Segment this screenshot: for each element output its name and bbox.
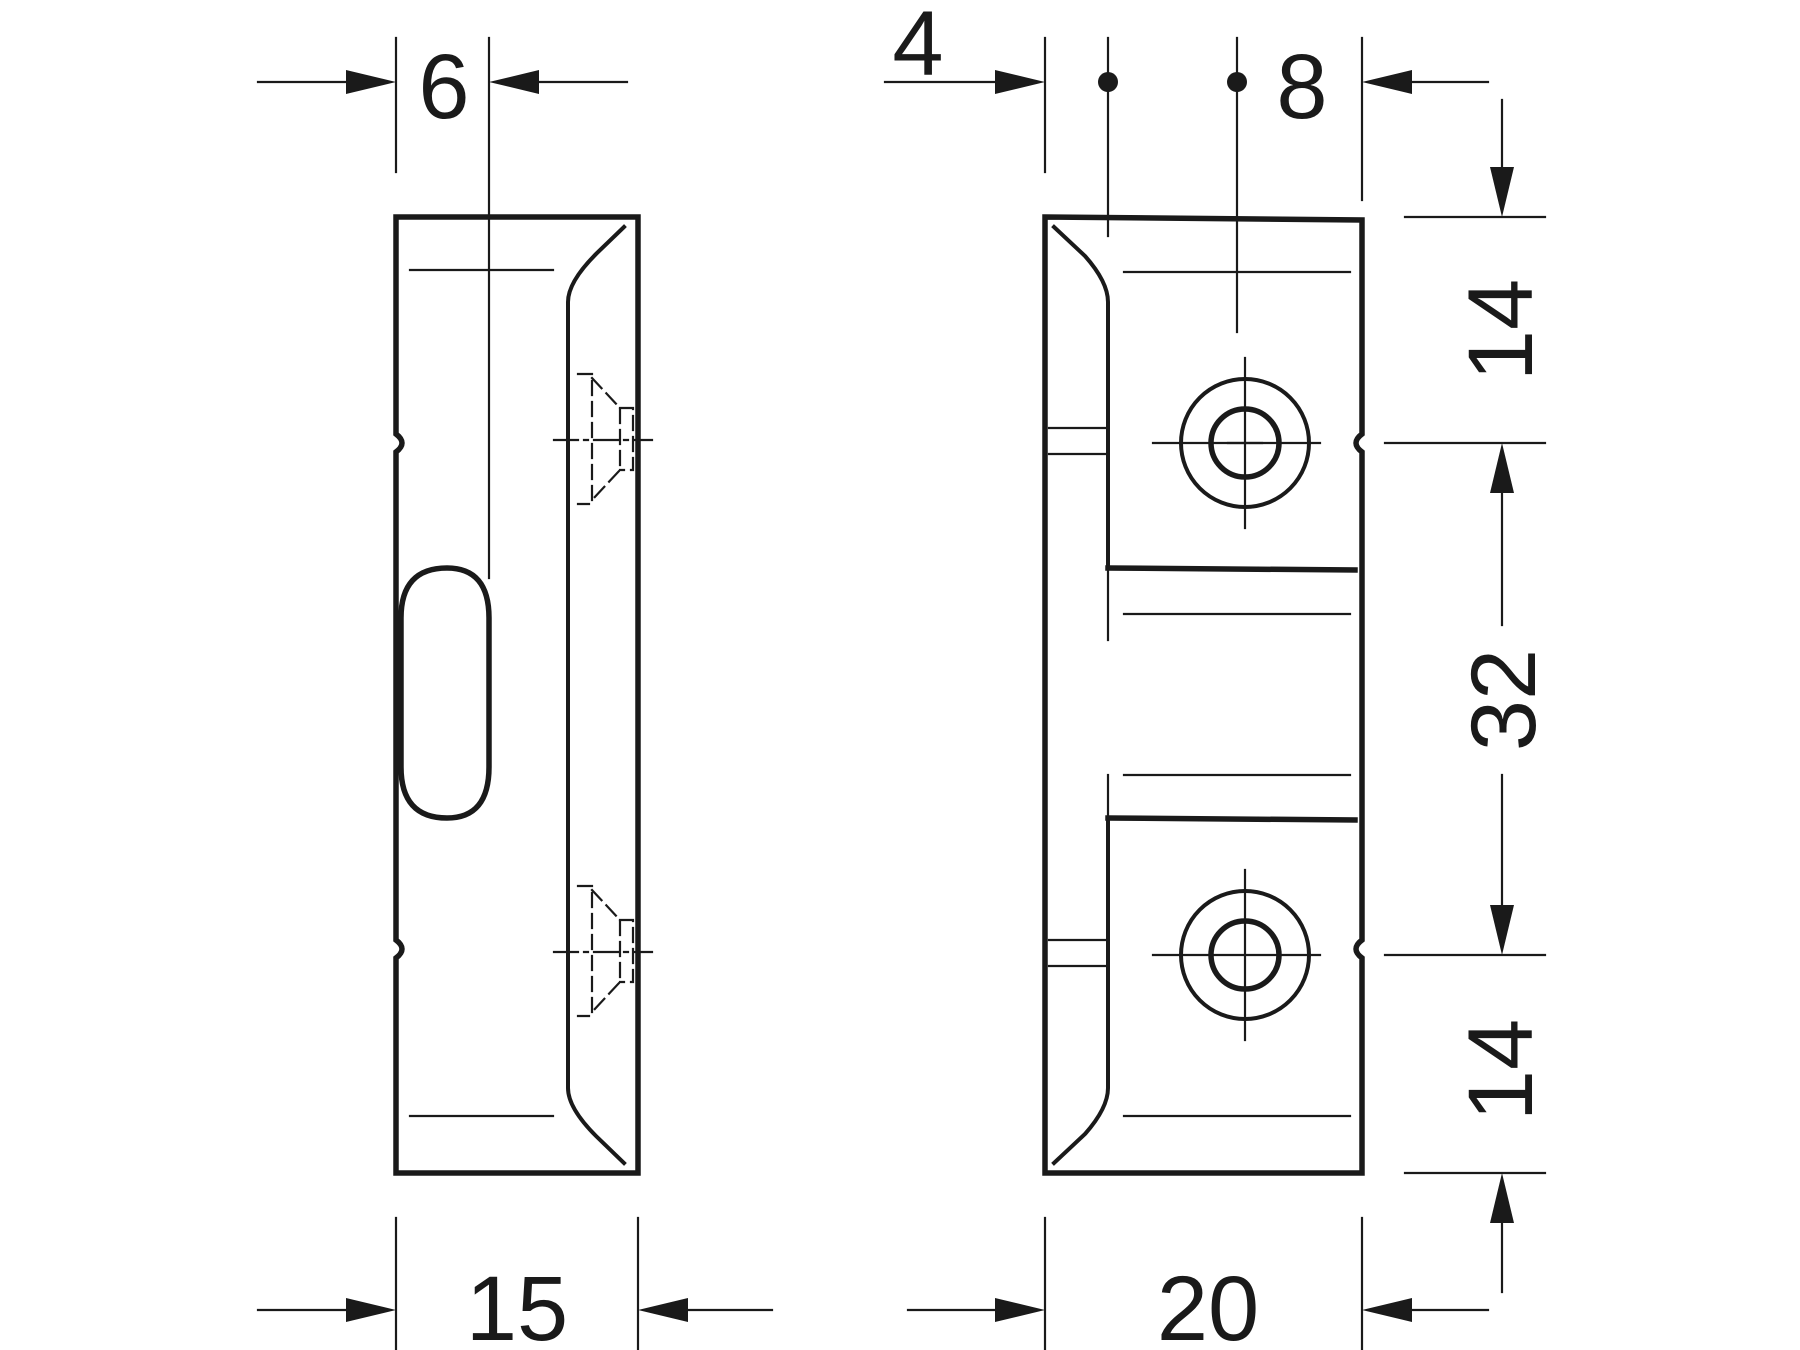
dim-label-14-top: 14: [1450, 279, 1552, 381]
dim-label-8: 8: [1276, 36, 1327, 138]
left-inner-face: [566, 224, 627, 1166]
dim-label-15: 15: [466, 1258, 568, 1350]
left-hidden-screw-upper: [552, 372, 654, 506]
right-step-upper: [1105, 565, 1358, 573]
dim-right-side: 14 32 14: [1383, 98, 1555, 1294]
dim-right-bottom: 20: [906, 1216, 1490, 1350]
dim-left-top: 6: [256, 36, 629, 580]
left-slot: [398, 565, 492, 821]
dim-right-top: 4 8: [883, 0, 1490, 334]
right-tab-upper: [1047, 426, 1110, 456]
left-side-view: [393, 214, 654, 1176]
dim-label-6: 6: [418, 36, 469, 138]
dim-left-bottom: 15: [256, 1216, 774, 1350]
right-inner-profile: [1051, 224, 1110, 570]
right-body-outline: [1042, 214, 1365, 1176]
dim-label-4: 4: [892, 0, 943, 95]
right-tab-lower: [1047, 938, 1110, 968]
right-inner-profile-lower: [1051, 816, 1110, 1166]
right-screw-hole-upper: [1151, 356, 1322, 530]
left-hidden-screw-lower: [552, 884, 654, 1018]
right-front-view: [1042, 214, 1365, 1176]
dim-label-32: 32: [1453, 649, 1555, 751]
dim-label-20: 20: [1157, 1258, 1259, 1350]
dim-label-14-bottom: 14: [1450, 1019, 1552, 1121]
right-step-lower: [1105, 815, 1358, 823]
left-body-outline: [393, 214, 641, 1176]
right-screw-hole-lower: [1151, 868, 1322, 1042]
